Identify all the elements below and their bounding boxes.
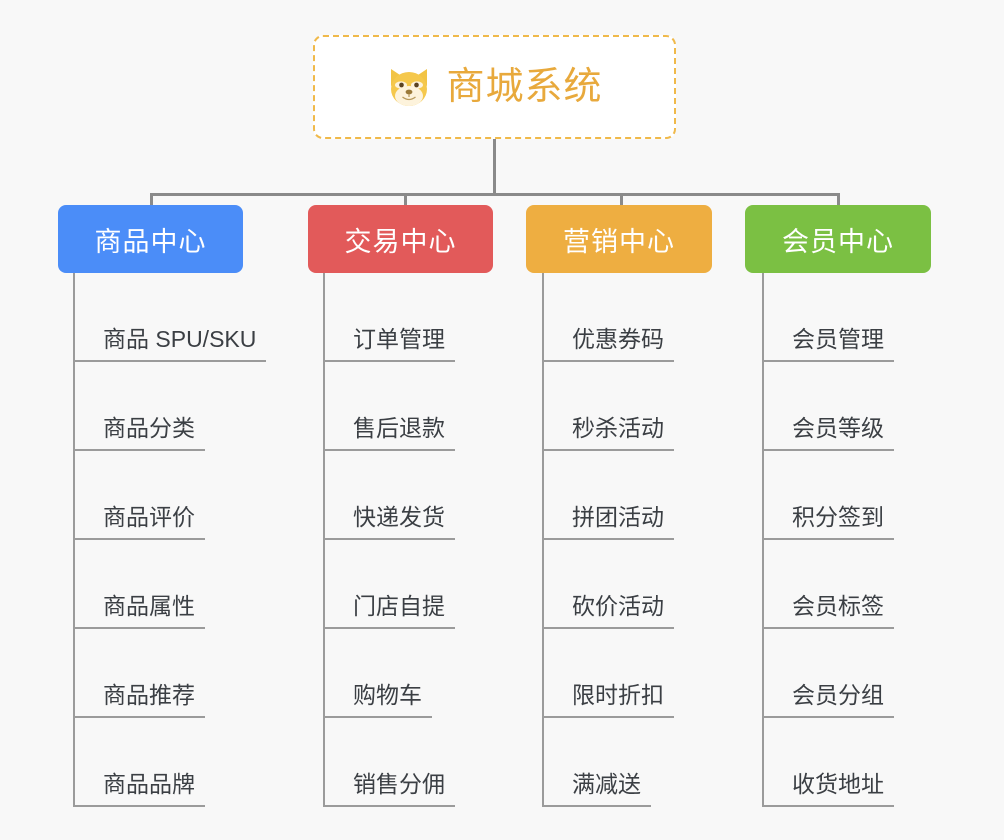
leaf-item[interactable]: 购物车 [323, 629, 455, 718]
dog-face-icon [386, 66, 432, 108]
leaf-item[interactable]: 商品评价 [73, 451, 266, 540]
connector-drop-col-1 [150, 193, 153, 207]
leaf-column-3: 优惠券码 秒杀活动 拼团活动 砍价活动 限时折扣 满减送 [542, 273, 674, 807]
leaf-label: 购物车 [323, 684, 432, 718]
leaf-label: 商品分类 [73, 417, 205, 451]
leaf-label: 快递发货 [323, 506, 455, 540]
leaf-item[interactable]: 销售分佣 [323, 718, 455, 807]
category-label-1: 商品中心 [94, 226, 207, 257]
root-title: 商城系统 [446, 66, 603, 108]
leaf-stem-3 [542, 273, 544, 807]
connector-drop-col-3 [620, 193, 623, 207]
leaf-label: 积分签到 [762, 506, 894, 540]
leaf-label: 会员分组 [762, 684, 894, 718]
category-label-2: 交易中心 [344, 226, 457, 257]
root-node[interactable]: 商城系统 [313, 35, 676, 139]
leaf-item[interactable]: 商品分类 [73, 362, 266, 451]
connector-root-drop [493, 139, 496, 196]
leaf-item[interactable]: 会员标签 [762, 540, 894, 629]
leaf-stem-1 [73, 273, 75, 807]
category-label-4: 会员中心 [782, 226, 894, 257]
leaf-label: 商品属性 [73, 595, 205, 629]
leaf-item[interactable]: 会员管理 [762, 273, 894, 362]
leaf-item[interactable]: 订单管理 [323, 273, 455, 362]
leaf-label: 销售分佣 [323, 773, 455, 807]
leaf-label: 订单管理 [323, 328, 455, 362]
connector-horizontal-bus [150, 193, 840, 196]
leaf-label: 砍价活动 [542, 595, 674, 629]
leaf-column-2: 订单管理 售后退款 快递发货 门店自提 购物车 销售分佣 [323, 273, 455, 807]
leaf-item[interactable]: 商品 SPU/SKU [73, 273, 267, 362]
leaf-item[interactable]: 满减送 [542, 718, 674, 807]
category-box-2[interactable]: 交易中心 [308, 205, 493, 273]
leaf-item[interactable]: 商品品牌 [73, 718, 266, 807]
leaf-label: 商品推荐 [73, 684, 205, 718]
category-box-1[interactable]: 商品中心 [58, 205, 243, 273]
leaf-item[interactable]: 商品属性 [73, 540, 266, 629]
leaf-item[interactable]: 快递发货 [323, 451, 455, 540]
leaf-stem-2 [323, 273, 325, 807]
leaf-label: 商品 SPU/SKU [73, 328, 267, 362]
category-box-4[interactable]: 会员中心 [745, 205, 931, 273]
leaf-label: 优惠券码 [542, 328, 674, 362]
leaf-label: 秒杀活动 [542, 417, 674, 451]
leaf-item[interactable]: 砍价活动 [542, 540, 674, 629]
leaf-item[interactable]: 优惠券码 [542, 273, 674, 362]
leaf-label: 满减送 [542, 773, 651, 807]
leaf-item[interactable]: 会员等级 [762, 362, 894, 451]
leaf-label: 会员等级 [762, 417, 894, 451]
leaf-item[interactable]: 收货地址 [762, 718, 894, 807]
connector-drop-col-2 [404, 193, 407, 207]
leaf-item[interactable]: 会员分组 [762, 629, 894, 718]
leaf-item[interactable]: 秒杀活动 [542, 362, 674, 451]
leaf-item[interactable]: 售后退款 [323, 362, 455, 451]
category-label-3: 营销中心 [563, 226, 675, 257]
leaf-item[interactable]: 积分签到 [762, 451, 894, 540]
leaf-label: 商品评价 [73, 506, 205, 540]
leaf-column-1: 商品 SPU/SKU 商品分类 商品评价 商品属性 商品推荐 商品品牌 [73, 273, 267, 807]
leaf-item[interactable]: 限时折扣 [542, 629, 674, 718]
leaf-label: 会员管理 [762, 328, 894, 362]
leaf-label: 门店自提 [323, 595, 455, 629]
leaf-label: 收货地址 [762, 773, 894, 807]
leaf-column-4: 会员管理 会员等级 积分签到 会员标签 会员分组 收货地址 [762, 273, 894, 807]
leaf-item[interactable]: 拼团活动 [542, 451, 674, 540]
leaf-label: 拼团活动 [542, 506, 674, 540]
leaf-item[interactable]: 门店自提 [323, 540, 455, 629]
leaf-label: 商品品牌 [73, 773, 205, 807]
leaf-item[interactable]: 商品推荐 [73, 629, 266, 718]
leaf-label: 售后退款 [323, 417, 455, 451]
category-box-3[interactable]: 营销中心 [526, 205, 712, 273]
leaf-stem-4 [762, 273, 764, 807]
leaf-label: 限时折扣 [542, 684, 674, 718]
leaf-label: 会员标签 [762, 595, 894, 629]
connector-drop-col-4 [837, 193, 840, 207]
